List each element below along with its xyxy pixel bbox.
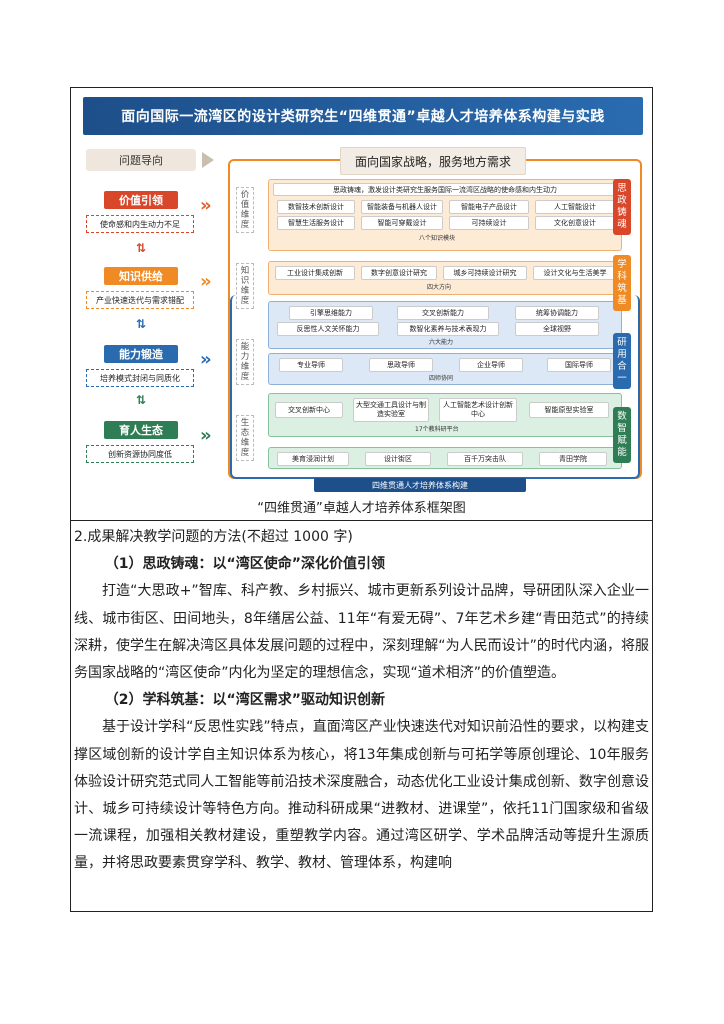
left-card-title: 知识供给 (104, 267, 178, 285)
ability-box: 引擎思维能力 (289, 306, 373, 320)
direction-box: 工业设计集成创新 (275, 266, 355, 280)
strategy-header: 面向国家战略，服务地方需求 (340, 147, 526, 175)
left-card-title: 能力锻造 (104, 345, 178, 363)
swap-vertical-icon: ⇅ (136, 317, 147, 331)
table-divider (70, 520, 653, 521)
knowledge-module: 人工智能设计 (535, 200, 615, 214)
platform-box: 智能原型实验室 (529, 402, 609, 418)
mentor-box: 思政导师 (369, 358, 433, 372)
ability-box: 统筹协调能力 (515, 306, 599, 320)
left-card-desc: 培养模式封闭与同质化 (86, 369, 194, 387)
left-card-desc: 使命感和内生动力不足 (86, 215, 194, 233)
dimension-ability: 能力维度 (236, 339, 254, 385)
figure-caption: “四维贯通”卓越人才培养体系框架图 (257, 501, 466, 516)
dimension-knowledge: 知识维度 (236, 263, 254, 309)
knowledge-module: 智能电子产品设计 (449, 200, 529, 214)
platform-layer: 交叉创新中心 大型交通工具设计与制造实验室 人工智能艺术设计创新中心 智能原型实… (268, 393, 622, 437)
chevron-right-icon: » (200, 349, 212, 370)
left-card-value: 价值引领 使命感和内生动力不足 (86, 191, 196, 239)
right-tag: 学科筑基 (613, 255, 631, 311)
left-card-ecology: 育人生态 创新资源协同度低 (86, 421, 196, 469)
ability-box: 反思性人文关怀能力 (277, 322, 379, 336)
direction-box: 城乡可持续设计研究 (443, 266, 527, 280)
subsection-title: （2）学科筑基：以“湾区需求”驱动知识创新 (104, 692, 385, 709)
left-card-desc: 产业快速迭代与需求错配 (86, 291, 194, 309)
paragraph: 打造“大思政+”智库、科产教、乡村振兴、城市更新系列设计品牌，导研团队深入企业一… (74, 583, 649, 682)
framework-diagram: 面向国际一流湾区的设计类研究生“四维贯通”卓越人才培养体系构建与实践 问题导向 … (78, 95, 648, 495)
layer-caption: 四师协同 (429, 375, 454, 382)
chevron-right-icon: » (200, 271, 212, 292)
layer-caption: 六大能力 (429, 339, 454, 346)
left-card-title: 价值引领 (104, 191, 178, 209)
swap-vertical-icon: ⇅ (136, 241, 147, 255)
mentor-box: 企业导师 (459, 358, 523, 372)
layer-caption: 17个教科研平台 (415, 426, 459, 433)
chevron-right-icon: » (200, 425, 212, 446)
left-card-ability: 能力锻造 培养模式封闭与同质化 (86, 345, 196, 393)
problem-label: 问题导向 (86, 149, 196, 171)
ability-box: 交叉创新能力 (397, 306, 489, 320)
page-frame (70, 87, 653, 912)
knowledge-module: 文化创意设计 (535, 216, 615, 230)
platform-box: 大型交通工具设计与制造实验室 (353, 398, 429, 422)
platform-box: 人工智能艺术设计创新中心 (439, 398, 517, 422)
swap-vertical-icon: ⇅ (136, 393, 147, 407)
knowledge-module: 智能可穿戴设计 (361, 216, 443, 230)
direction-box: 数字创意设计研究 (361, 266, 437, 280)
dimension-ecology: 生态维度 (236, 415, 254, 461)
mentor-box: 国际导师 (547, 358, 611, 372)
knowledge-module: 可持续设计 (449, 216, 529, 230)
dimension-value: 价值维度 (236, 187, 254, 233)
left-card-knowledge: 知识供给 产业快速迭代与需求错配 (86, 267, 196, 315)
chevron-right-icon: » (200, 195, 212, 216)
ability-layer: 引擎思维能力 交叉创新能力 统筹协调能力 反思性人文关怀能力 数智化素养与技术表… (268, 301, 622, 349)
ability-box: 数智化素养与技术表现力 (397, 322, 499, 336)
body-text: 2.成果解决教学问题的方法(不超过 1000 字) （1）思政铸魂：以“湾区使命… (74, 524, 649, 878)
program-box: 百千万突击队 (447, 452, 523, 466)
direction-box: 设计文化与生活美学 (533, 266, 617, 280)
platform-box: 交叉创新中心 (275, 402, 343, 418)
knowledge-module: 智能装备与机器人设计 (361, 200, 443, 214)
value-top-box: 思政铸魂，激发设计类研究生服务国际一流湾区战略的使命感和内生动力 (273, 183, 617, 196)
mentor-layer: 专业导师 思政导师 企业导师 国际导师 四师协同 (268, 353, 622, 385)
right-tag: 研用合一 (613, 333, 631, 389)
left-card-desc: 创新资源协同度低 (86, 445, 194, 463)
knowledge-module: 智慧生活服务设计 (277, 216, 355, 230)
knowledge-layer: 工业设计集成创新 数字创意设计研究 城乡可持续设计研究 设计文化与生活美学 四大… (268, 261, 622, 295)
layer-caption: 四大方向 (427, 284, 452, 291)
right-tag: 数智赋能 (613, 407, 631, 463)
program-box: 青田学院 (539, 452, 607, 466)
mentor-box: 专业导师 (279, 358, 343, 372)
bottom-bar: 四维贯通人才培养体系构建 (314, 478, 526, 492)
ability-box: 全球视野 (515, 322, 599, 336)
program-box: 设计街区 (365, 452, 431, 466)
layer-caption: 八个知识模块 (419, 235, 456, 242)
program-layer: 美育浸润计划 设计街区 百千万突击队 青田学院 (268, 447, 622, 469)
value-layer: 思政铸魂，激发设计类研究生服务国际一流湾区战略的使命感和内生动力 数智技术创新设… (268, 179, 622, 251)
knowledge-module: 数智技术创新设计 (277, 200, 355, 214)
section-heading: 2.成果解决教学问题的方法(不超过 1000 字) (74, 529, 353, 545)
problem-arrow-icon (202, 152, 214, 168)
paragraph: 基于设计学科“反思性实践”特点，直面湾区产业快速迭代对知识前沿性的要求，以构建支… (74, 719, 649, 872)
left-card-title: 育人生态 (104, 421, 178, 439)
right-tag: 思政铸魂 (613, 179, 631, 235)
program-box: 美育浸润计划 (277, 452, 349, 466)
subsection-title: （1）思政铸魂：以“湾区使命”深化价值引领 (104, 556, 385, 573)
diagram-title: 面向国际一流湾区的设计类研究生“四维贯通”卓越人才培养体系构建与实践 (83, 97, 643, 135)
